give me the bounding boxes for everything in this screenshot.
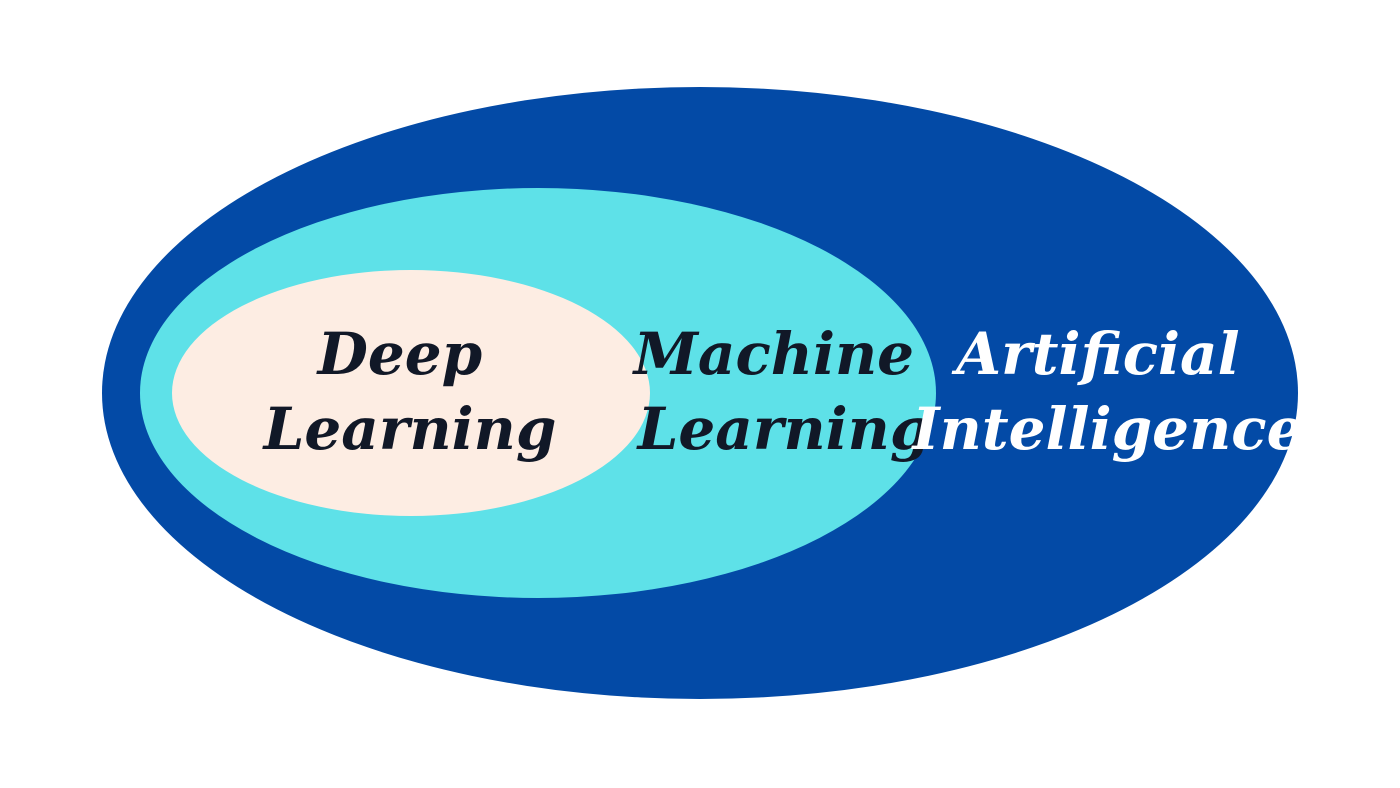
machine-learning-label-line-2: Learning <box>636 395 931 463</box>
machine-learning-label: Machine Learning <box>632 320 935 463</box>
deep-learning-label: Deep Learning <box>262 320 557 463</box>
machine-learning-label-line-1: Machine <box>632 320 914 388</box>
artificial-intelligence-label-line-2: Intelligence <box>911 395 1304 463</box>
deep-learning-ellipse <box>172 270 650 516</box>
deep-learning-label-line-2: Learning <box>262 395 557 463</box>
artificial-intelligence-label-line-1: Artificial <box>951 320 1240 388</box>
artificial-intelligence-label: Artificial Intelligence <box>911 320 1304 463</box>
deep-learning-label-line-1: Deep <box>316 320 483 388</box>
